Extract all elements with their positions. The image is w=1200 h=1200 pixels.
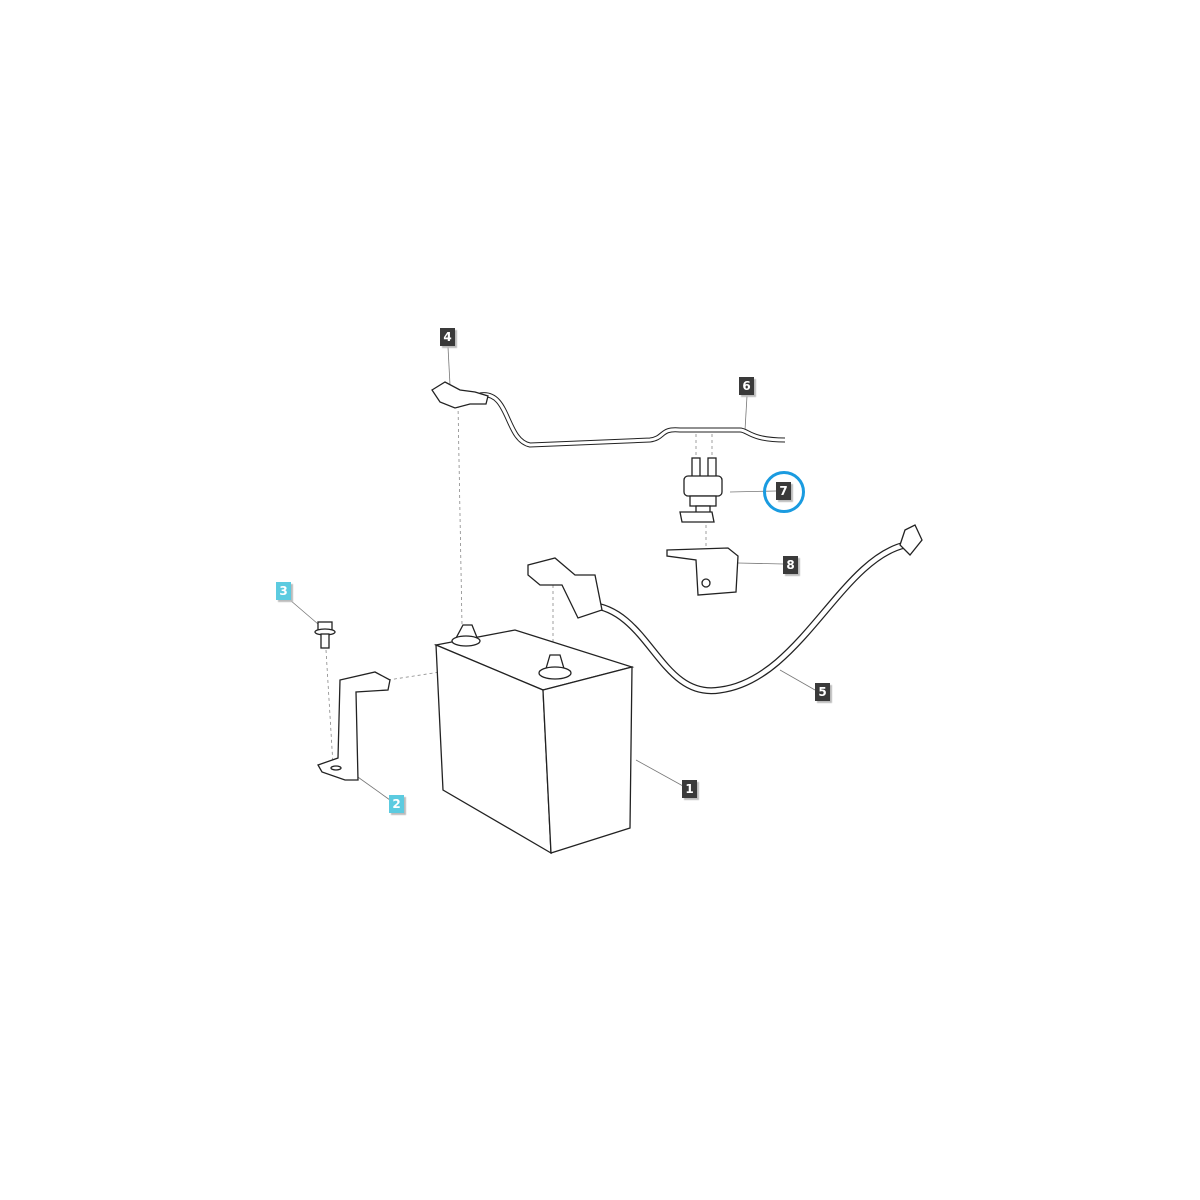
hold-down-bracket [317, 671, 391, 781]
callout-5[interactable]: 5 [815, 683, 830, 701]
bolt [314, 621, 336, 649]
selected-callout-ring [763, 471, 805, 513]
callout-6[interactable]: 6 [739, 377, 754, 395]
battery [433, 624, 635, 855]
assembly-lines [325, 404, 713, 766]
callout-1[interactable]: 1 [682, 780, 697, 798]
callout-7[interactable]: 7 [776, 482, 791, 500]
callout-3[interactable]: 3 [276, 582, 291, 600]
solenoid-bracket [666, 547, 739, 596]
callout-8[interactable]: 8 [783, 556, 798, 574]
negative-cable [527, 524, 923, 695]
callout-2[interactable]: 2 [389, 795, 404, 813]
callout-4[interactable]: 4 [440, 328, 455, 346]
positive-cable [431, 381, 786, 448]
solenoid [679, 457, 723, 523]
leader-lines [289, 346, 816, 801]
